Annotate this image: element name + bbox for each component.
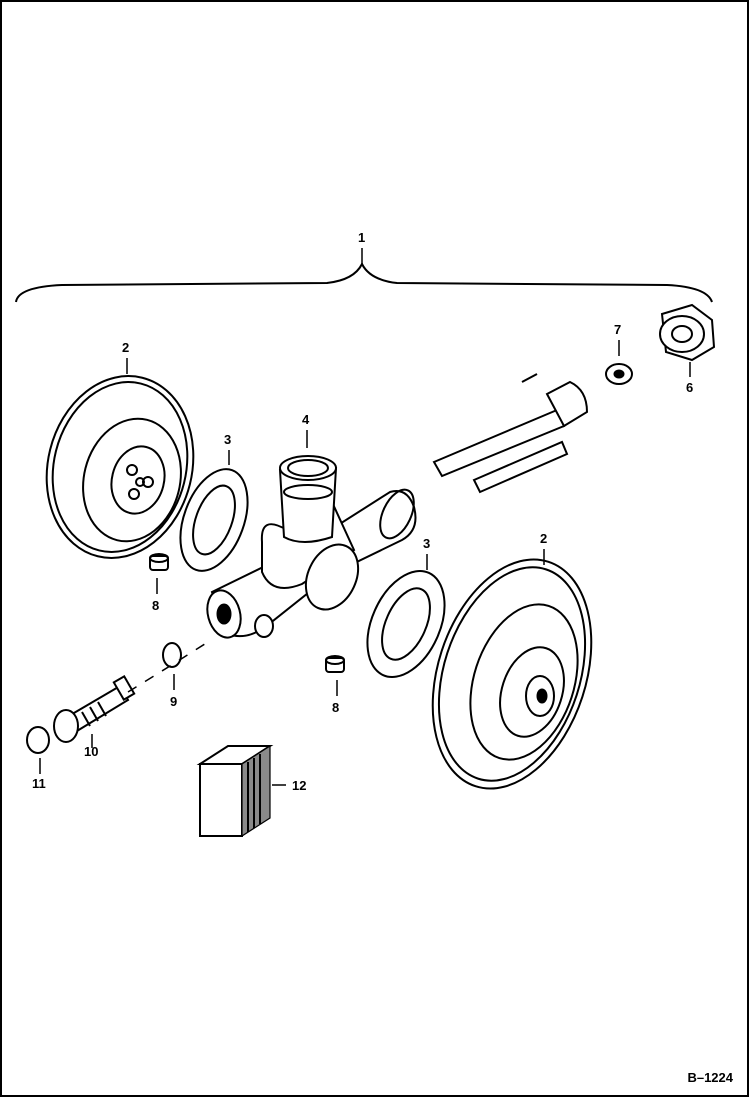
bushing-left (149, 553, 169, 571)
callout-2a: 2 (122, 340, 129, 355)
gasket-right (366, 570, 446, 678)
assembly-bracket (15, 261, 713, 303)
pump-shaft (432, 373, 589, 494)
callout-3a: 3 (224, 432, 231, 447)
callout-4: 4 (302, 412, 310, 427)
bushing-right (325, 655, 345, 673)
callout-12: 12 (292, 778, 306, 793)
pump-body (206, 455, 417, 639)
lock-washer (605, 363, 633, 385)
callout-6: 6 (686, 380, 693, 395)
callout-9: 9 (170, 694, 177, 709)
o-ring-small (162, 642, 182, 668)
callout-11: 11 (32, 776, 46, 791)
callout-7: 7 (614, 322, 621, 337)
impeller-left (45, 375, 195, 559)
impeller-right (431, 558, 593, 790)
gasket-left (179, 468, 249, 572)
hex-nut (659, 303, 716, 362)
figure-reference: B–1224 (687, 1070, 733, 1085)
bleed-screw (53, 674, 136, 743)
repair-kit-box (196, 744, 274, 838)
callout-8a: 8 (152, 598, 159, 613)
callout-10: 10 (84, 744, 98, 759)
callout-8b: 8 (332, 700, 339, 715)
callout-1: 1 (358, 230, 365, 245)
alignment-line (127, 641, 209, 693)
o-ring-seal (26, 726, 50, 754)
callout-2b: 2 (540, 531, 547, 546)
callout-3b: 3 (423, 536, 430, 551)
